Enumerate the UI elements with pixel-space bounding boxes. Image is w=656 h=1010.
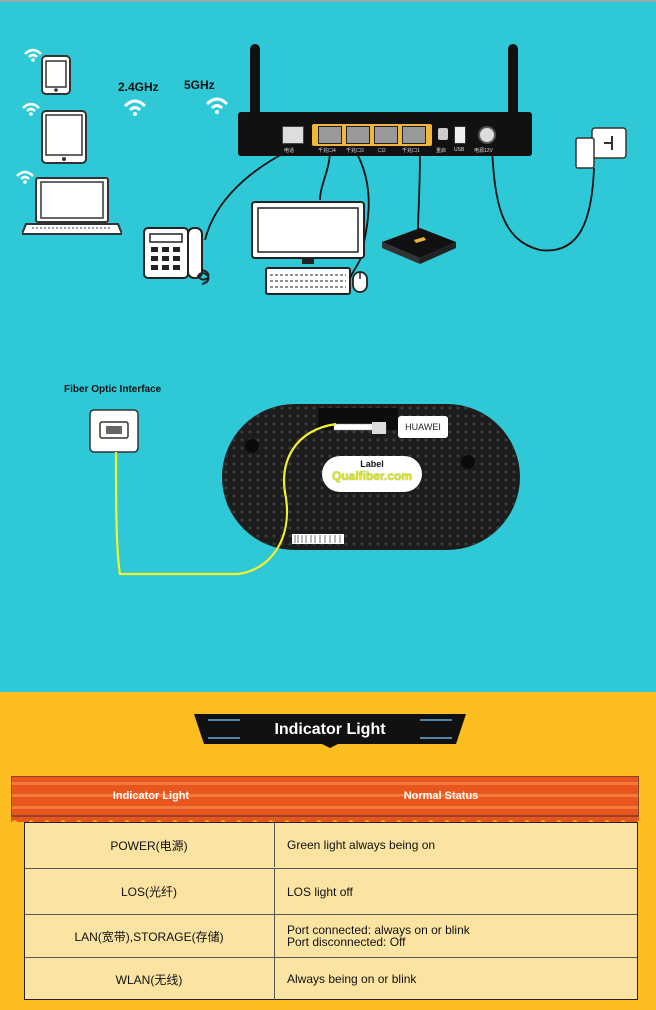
status-line: Port connected: always on or blink [287, 923, 470, 937]
fiber-optic-label: Fiber Optic Interface [64, 384, 162, 395]
tablet-icon [41, 110, 87, 164]
smartphone-icon [41, 55, 71, 95]
band-24-label: 2.4GHz [118, 80, 159, 94]
desktop-computer-icon [251, 201, 365, 295]
column-divider [274, 823, 275, 867]
port-label: 千兆口1 [402, 148, 420, 154]
wifi-icon [205, 97, 229, 114]
header-indicator-light: Indicator Light [112, 790, 190, 802]
header-normal-status: Normal Status [403, 790, 479, 802]
table-row: POWER(电源) Green light always being on [25, 823, 637, 867]
banner-title: Indicator Light [274, 721, 386, 738]
lan-port [402, 126, 426, 144]
indicator-cell: POWER(电源) [110, 838, 188, 853]
power-jack [478, 126, 496, 144]
status-line: Port disconnected: Off [287, 935, 406, 949]
telephone-icon [143, 227, 210, 285]
banner-background [194, 714, 466, 748]
reset-button [438, 128, 448, 140]
label-site: Qualfiber.com [331, 469, 413, 483]
indicator-cell: LOS(光纤) [120, 885, 177, 899]
status-cell: Port connected: always on or blink Port … [287, 915, 627, 957]
set-top-box-icon [382, 228, 456, 264]
band-5-label: 5GHz [184, 78, 215, 92]
table-row: LAN(宽带),STORAGE(存储) Port connected: alwa… [25, 914, 637, 957]
table-body: POWER(电源) Green light always being on LO… [24, 822, 638, 1000]
port-label: 千兆口3 [346, 148, 364, 154]
router-antenna-right [508, 44, 518, 114]
status-cell: Green light always being on [287, 838, 436, 852]
lan-port [318, 126, 342, 144]
laptop-icon [22, 177, 122, 235]
phone-port [282, 126, 304, 144]
indicator-cell: WLAN(无线) [115, 972, 183, 987]
status-cell: LOS light off [287, 884, 353, 899]
port-label: 电源12V [474, 148, 493, 154]
column-divider [274, 958, 275, 1000]
fiber-socket-icon [89, 409, 139, 453]
mouse-icon [352, 271, 368, 293]
wifi-icon [123, 99, 147, 116]
top-divider [0, 0, 656, 2]
lan-port [374, 126, 398, 144]
status-cell: Always being on or blink [287, 972, 417, 986]
fiber-cable [114, 422, 337, 576]
label-title: Label [360, 459, 384, 469]
column-divider [274, 869, 275, 914]
port-label: 口2 [378, 148, 386, 154]
column-divider [274, 915, 275, 957]
router-antenna-left [250, 44, 260, 114]
usb-port [454, 126, 466, 144]
port-label: 千兆口4 [318, 148, 336, 154]
table-header-awning [11, 776, 639, 822]
table-row: LOS(光纤) LOS light off [25, 868, 637, 914]
wifi-icon [22, 102, 40, 116]
port-label: USB [454, 147, 465, 153]
wifi-icon [16, 170, 34, 184]
wifi-icon [24, 48, 42, 62]
port-label: 电话 [284, 148, 295, 154]
power-adapter-icon [575, 127, 627, 169]
table-row: WLAN(无线) Always being on or blink [25, 957, 637, 1000]
product-label-sticker: Label Qualfiber.com [322, 456, 422, 492]
lan-port [346, 126, 370, 144]
huawei-brand-label: HUAWEI [398, 416, 448, 438]
indicator-cell: LAN(宽带),STORAGE(存储) [74, 929, 224, 944]
port-label: 重启 [436, 148, 447, 154]
